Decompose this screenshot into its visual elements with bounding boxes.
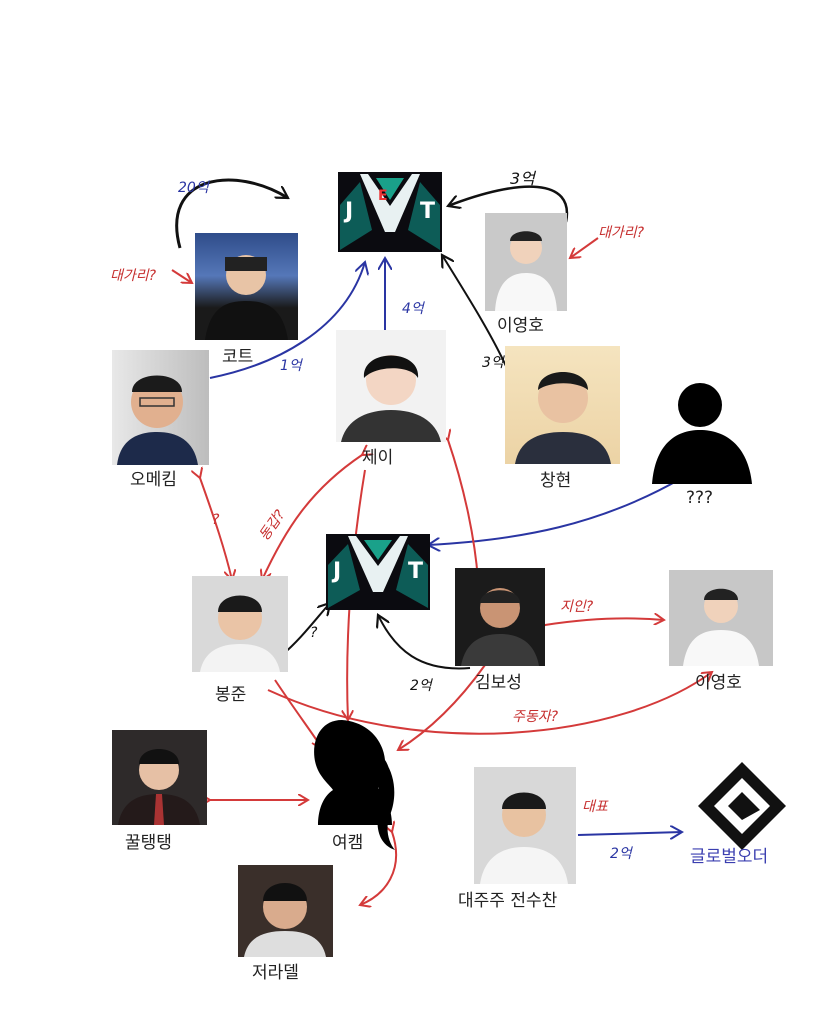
arrow-head-right: [570, 238, 598, 258]
label-bongjun: 봉준: [215, 680, 246, 705]
photo-jay: [336, 330, 446, 442]
photo-omekim: [112, 350, 209, 465]
label-unknown: ???: [686, 488, 713, 508]
arrow-jay-kimboseong: [448, 440, 478, 580]
label-major-shareholder: 대주주 전수찬: [458, 886, 557, 911]
label-lee-young-ho-right: 이영호: [695, 668, 742, 693]
svg-text:T: T: [408, 559, 423, 584]
svg-text:J: J: [343, 199, 353, 224]
unknown-silhouette: [652, 383, 752, 484]
photo-lee-young-ho-right: [669, 570, 773, 666]
label-lee-young-ho-top: 이영호: [497, 311, 544, 336]
annotation-three-eok-top: 3억: [510, 165, 535, 189]
annotation-q-omekim: ?: [212, 512, 219, 528]
label-kkultaengtaeng: 꿀탱탱: [125, 828, 172, 853]
arrow-bongjun-jt2: [282, 603, 330, 655]
annotation-two-eok-bottom: 2억: [410, 675, 432, 695]
arrow-bongjun-yeocam: [275, 680, 322, 748]
arrow-yeocam-jeoradel: [360, 832, 396, 905]
label-global-order: 글로벌오더: [690, 842, 768, 867]
annotation-acquaintance: 지인?: [560, 596, 593, 616]
svg-text:E: E: [378, 188, 388, 204]
annotation-twenty-eok: 20억: [178, 177, 209, 197]
photo-coat: [195, 233, 298, 340]
label-coat: 코트: [222, 342, 253, 367]
label-changhyeon: 창현: [540, 466, 571, 491]
arrow-omekim-bongjun: [200, 478, 232, 580]
annotation-two-eok-global: 2억: [610, 843, 632, 863]
photo-bongjun: [192, 576, 288, 672]
arrow-head-left: [172, 270, 192, 283]
arrow-shareholder-global-2: [578, 832, 682, 835]
label-yeocam: 여캠: [332, 828, 363, 853]
svg-text:T: T: [420, 199, 435, 224]
global-order-logo: [698, 762, 786, 850]
jet-logo-middle: J T: [326, 534, 430, 610]
photo-kim-boseong: [455, 568, 545, 666]
label-kim-boseong: 김보성: [475, 668, 522, 693]
annotation-head-right: 대가리?: [598, 222, 644, 242]
annotation-q-bongjun: ?: [310, 625, 317, 641]
photo-shareholder: [474, 767, 576, 884]
annotation-co-investor: 주동자?: [512, 706, 558, 726]
annotation-one-eok: 1억: [280, 355, 302, 375]
jet-logo-top: J T E: [338, 172, 442, 252]
photo-lee-young-ho-top: [485, 213, 567, 311]
photo-jeoradel: [238, 865, 333, 957]
label-jay: 제이: [362, 443, 393, 468]
photo-kkultaengtaeng: [112, 730, 207, 825]
label-omekim: 오메킴: [130, 465, 177, 490]
annotation-four-eok: 4억: [402, 298, 424, 318]
photo-changhyeon: [505, 346, 620, 464]
label-jeoradel: 저라델: [252, 958, 299, 983]
svg-text:J: J: [331, 559, 341, 584]
annotation-head-left: 대가리?: [110, 265, 156, 285]
annotation-three-eok-mid: 3억: [482, 352, 504, 372]
annotation-ceo: 대표: [582, 796, 608, 816]
arrow-kimboseong-leeyoungho: [545, 618, 664, 625]
